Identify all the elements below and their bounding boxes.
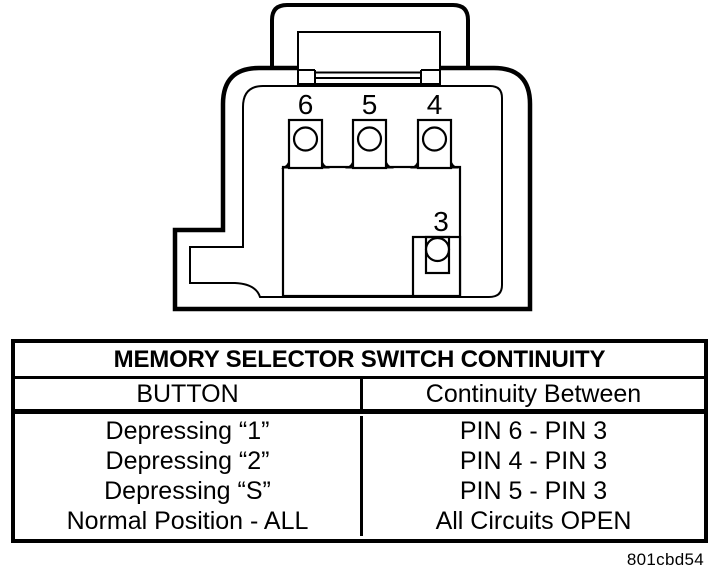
- terminal-5-hole: [356, 126, 383, 152]
- column-header-button: BUTTON: [15, 379, 363, 409]
- latch-slot-lines: [298, 69, 440, 84]
- terminal-base-fillets: [281, 157, 459, 169]
- terminal-4: [416, 118, 453, 170]
- terminal-4-hole: [421, 126, 448, 152]
- pin-6-label: 6: [298, 89, 314, 120]
- terminal-3-hole: [424, 236, 451, 263]
- button-cell: Depressing “2”: [15, 446, 363, 476]
- pin-4-label: 4: [427, 89, 443, 120]
- continuity-table: MEMORY SELECTOR SWITCH CONTINUITY BUTTON…: [11, 339, 708, 543]
- terminal-6: [287, 118, 324, 170]
- continuity-cell: All Circuits OPEN: [435, 506, 632, 535]
- terminal-3: [411, 235, 462, 298]
- button-cell: Normal Position - ALL: [15, 506, 363, 536]
- terminal-5: [351, 118, 388, 170]
- table-body: Depressing “1” PIN 6 - PIN 3 Depressing …: [15, 414, 704, 539]
- figure-code: 801cbd54: [626, 550, 704, 569]
- pin-3-label: 3: [433, 206, 449, 237]
- latch-inner-window: [297, 31, 441, 85]
- pin-5-label: 5: [362, 89, 378, 120]
- button-cell: Depressing “1”: [15, 416, 363, 446]
- continuity-cell: PIN 4 - PIN 3: [459, 446, 608, 475]
- table-row: Depressing “1” PIN 6 - PIN 3: [15, 416, 704, 446]
- continuity-cell: PIN 6 - PIN 3: [459, 416, 608, 445]
- table-title: MEMORY SELECTOR SWITCH CONTINUITY: [15, 343, 704, 379]
- terminal-6-hole: [292, 126, 319, 152]
- button-cell: Depressing “S”: [15, 476, 363, 506]
- table-row: Depressing “2” PIN 4 - PIN 3: [15, 446, 704, 476]
- table-row: Depressing “S” PIN 5 - PIN 3: [15, 476, 704, 506]
- connector-diagram: 6 5 4 3: [172, 3, 533, 312]
- table-header-row: BUTTON Continuity Between: [15, 379, 704, 414]
- continuity-cell: PIN 5 - PIN 3: [459, 476, 608, 505]
- table-row: Normal Position - ALL All Circuits OPEN: [15, 506, 704, 536]
- column-header-continuity: Continuity Between: [425, 379, 642, 408]
- connector-inner-cavity: [189, 85, 503, 298]
